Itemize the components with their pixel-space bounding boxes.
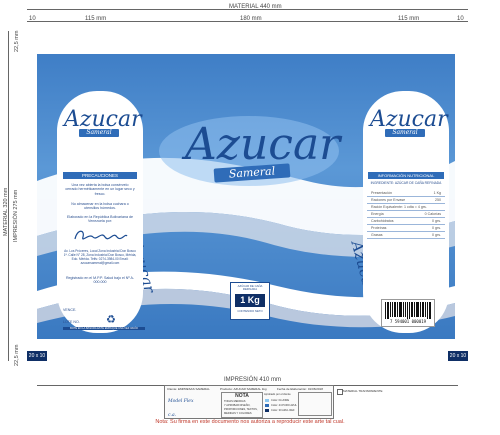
corner-box-left: 20 x 10 — [27, 351, 47, 361]
left-panel-ribbon: Sameral — [79, 129, 119, 137]
ink-swatch-1 — [265, 399, 269, 402]
material-width-label: MATERIAL 440 mm — [229, 4, 282, 10]
margin-left-label: 10 — [29, 16, 36, 22]
nota-line-3: PROPORCIONES, TEXTOS, — [224, 408, 258, 411]
ink-swatch-3 — [265, 409, 269, 412]
bottom-margin-label: 22,5 mm — [14, 344, 20, 366]
material-height-line — [8, 31, 9, 361]
nutrition-row-value: 0 grs. — [432, 225, 441, 230]
barcode-number: 7 594001 000019 — [389, 319, 427, 324]
lote-label: LOTE NO. — [63, 320, 80, 324]
approval-strip: Cliente: EMPRESAS SAMERAL Producto: AZUC… — [164, 385, 334, 419]
top-margin-label: 22,5 mm — [14, 30, 20, 52]
weight-value: 1 Kg — [235, 294, 265, 307]
nutrition-row: Raciones por Envase 250 — [367, 197, 445, 204]
nota-line-2: Y APROBAR DISEÑO, — [224, 404, 251, 407]
barcode-bars — [385, 302, 431, 319]
nutrition-row: Presentación 1 Kg — [367, 190, 445, 197]
nutrition-row-label: Ración Equivalente: 1 cdta = 4 grs. — [371, 204, 427, 209]
nota-box: NOTA TODAS MEDIDAS Y APROBAR DISEÑO, PRO… — [221, 392, 263, 418]
nutrition-row-label: Grasas — [371, 232, 383, 237]
margin-right-label: 10 — [457, 16, 464, 22]
company-signature-logo — [74, 230, 128, 240]
nutrition-header: INFORMACIÓN NUTRICIONAL — [368, 172, 444, 179]
nutrition-row: Ración Equivalente: 1 cdta = 4 grs. — [367, 204, 445, 211]
label-artwork: Azucar Sameral Azucar Azucar AZÚCAR DE C… — [27, 31, 468, 361]
nutrition-row-label: Energía — [371, 211, 384, 216]
ink-swatch-2 — [265, 404, 269, 407]
brand-title: Azucar — [185, 119, 341, 170]
side-left-label: 115 mm — [85, 16, 107, 22]
client-label: Cliente: EMPRESAS SAMERAL — [167, 387, 210, 391]
ink-label-3: Color: 30 AZUL REF — [271, 409, 295, 412]
warning-text: No almacenar en la bolsa cuchara o utens… — [71, 202, 129, 211]
film-checkbox[interactable] — [337, 389, 343, 395]
impression-height-label: IMPRESIÓN 275 mm — [13, 189, 19, 242]
company-logo-text: Model Flex c.a. — [168, 399, 194, 418]
nota-line-4: MEDIDAS Y COLORES — [224, 412, 252, 415]
precautions-header: PRECAUCIONES — [63, 172, 137, 179]
nutrition-header-text: INFORMACIÓN NUTRICIONAL — [377, 173, 435, 178]
product-label: Producto: AZUCAR SAMERAL 1kg — [220, 387, 267, 391]
nutrition-row-label: Raciones por Envase — [371, 197, 406, 202]
nutrition-row-value: 0 grs. — [432, 218, 441, 223]
center-width-label: 180 mm — [240, 16, 262, 22]
right-panel-title: Azucar — [370, 107, 448, 132]
nutrition-row-value: 0 grs. — [432, 232, 441, 237]
side-right-label: 115 mm — [398, 16, 420, 22]
panel-dimension-line — [27, 21, 468, 22]
nutrition-row: Energía 0 Calorías — [367, 211, 445, 218]
nutrition-row-label: Carbohidratos — [371, 218, 394, 223]
date-label: Fecha de Elaboración: 01/06/2018 — [277, 387, 323, 391]
precautions-text: Una vez abierta la bolsa consérvelo cerr… — [65, 183, 135, 196]
registry-text: Elaborado en la República Bolivariana de… — [67, 215, 133, 224]
right-panel-ribbon-text: Sameral — [392, 129, 418, 136]
approval-label: Aprobado por el cliente — [264, 393, 291, 396]
weight-net: CONTENIDO NETO — [237, 309, 263, 313]
nutrition-row: Grasas 0 grs. — [367, 232, 445, 239]
right-info-panel: Azucar Sameral INFORMACIÓN NUTRICIONAL I… — [363, 91, 449, 333]
nutrition-row-value: 1 Kg — [433, 190, 441, 195]
recycle-icon: ♻ — [106, 314, 116, 326]
ingredients-text: INGREDIENTE: AZÚCAR DE CAÑA REFINADA — [370, 181, 442, 185]
nutrition-row-label: Presentación — [371, 190, 392, 195]
ink-label-1: Color: FLUORE — [271, 399, 290, 402]
ink-label-2: Color: 44 PURO AZUL — [271, 404, 297, 407]
nutrition-row-value: 0 Calorías — [424, 211, 441, 216]
address-text: Av. Los Próceres, Local Zona Industrial … — [63, 249, 137, 265]
vence-label: VENCE. — [63, 308, 77, 312]
left-panel-title: Azucar — [64, 107, 142, 132]
weight-caption: AZÚCAR DE CAÑA REFINADA — [237, 284, 263, 292]
disclaimer-text: Nota: Su firma en este documento nos aut… — [155, 419, 345, 425]
nutrition-row: Proteínas 0 grs. — [367, 225, 445, 232]
material-width-line — [27, 9, 468, 10]
right-panel-ribbon: Sameral — [385, 129, 425, 137]
left-info-panel: Azucar Sameral PRECAUCIONES Una vez abie… — [57, 91, 143, 333]
company-logo: Model Flex c.a. — [168, 395, 198, 418]
film-label: MATERIAL TRANSPARENTE — [343, 389, 383, 393]
left-panel-ribbon-text: Sameral — [86, 129, 112, 136]
nutrition-row-label: Proteínas — [371, 225, 387, 230]
nutrition-row-value: 250 — [435, 197, 441, 202]
impression-width-label: IMPRESIÓN 410 mm — [224, 377, 282, 383]
nota-title: NOTA — [235, 393, 249, 399]
material-height-label: MATERIAL 320 mm — [3, 187, 9, 236]
signature-box — [298, 392, 332, 416]
barcode: 7 594001 000019 — [381, 299, 435, 327]
nutrition-row: Carbohidratos 0 grs. — [367, 218, 445, 225]
nota-line-1: TODAS MEDIDAS — [224, 400, 246, 403]
precautions-header-text: PRECAUCIONES — [81, 173, 118, 178]
registration-text: Registrado en el M.P.P. Salud bajo el Nº… — [65, 276, 135, 285]
recycle-note: BOTE EN LA BASURA ESTE EMPAQUE UNA VEZ V… — [63, 327, 145, 330]
weight-box: AZÚCAR DE CAÑA REFINADA 1 Kg CONTENIDO N… — [230, 282, 270, 320]
corner-box-right: 20 x 10 — [448, 351, 468, 361]
